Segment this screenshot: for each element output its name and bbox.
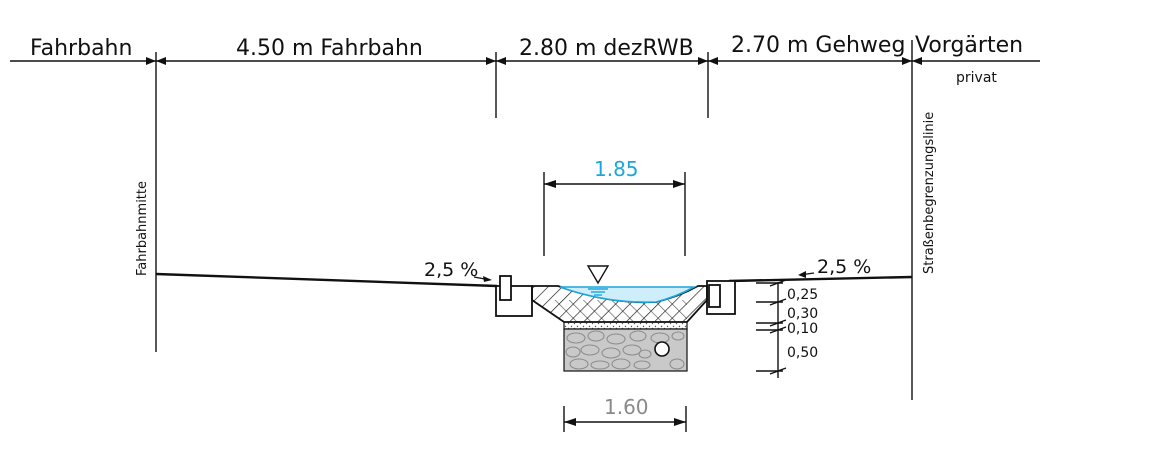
slope-left-arrow (473, 276, 492, 282)
drain-pipe-icon (654, 341, 670, 357)
top-dimension-arrows (146, 57, 922, 65)
slope-right-label: 2,5 % (817, 256, 871, 278)
slope-left-label: 2,5 % (424, 259, 478, 281)
swale-topsoil-cross (545, 300, 687, 322)
dimension-top-label: 1.85 (594, 157, 639, 181)
dimension-top-width (543, 172, 686, 256)
dimension-bottom-arrows (564, 418, 686, 426)
sand-layer (563, 321, 688, 330)
label-rwb-width: 2.80 m dezRWB (519, 36, 694, 61)
curb-left (495, 275, 533, 317)
label-fahrbahn-width: 4.50 m Fahrbahn (236, 36, 423, 61)
label-gehweg-width: 2.70 m Gehweg (731, 33, 905, 58)
gravel-layer (563, 328, 688, 372)
label-fahrbahn-left: Fahrbahn (30, 36, 132, 61)
label-privat: privat (956, 70, 997, 86)
dimension-top-arrows (544, 180, 685, 188)
layer-label-4: 0,50 (787, 345, 818, 361)
layer-label-1: 0,25 (787, 287, 818, 303)
label-vorgaerten: Vorgärten (915, 33, 1023, 58)
slope-right-arrow (798, 271, 815, 278)
label-centerline: Fahrbahnmitte (135, 181, 150, 276)
layer-label-2: 0,30 (787, 306, 818, 322)
water-level-symbol (586, 265, 610, 296)
dimension-bottom-width (563, 406, 687, 432)
layer-depth-dimension (756, 279, 787, 378)
layer-label-3: 0,10 (787, 321, 818, 337)
label-boundary: Straßenbegrenzungslinie (922, 112, 937, 274)
dimension-bottom-label: 1.60 (604, 395, 649, 419)
curb-right (706, 280, 736, 315)
top-dimension-line (10, 40, 1040, 400)
road-surface (155, 272, 913, 288)
water-body (559, 286, 698, 304)
